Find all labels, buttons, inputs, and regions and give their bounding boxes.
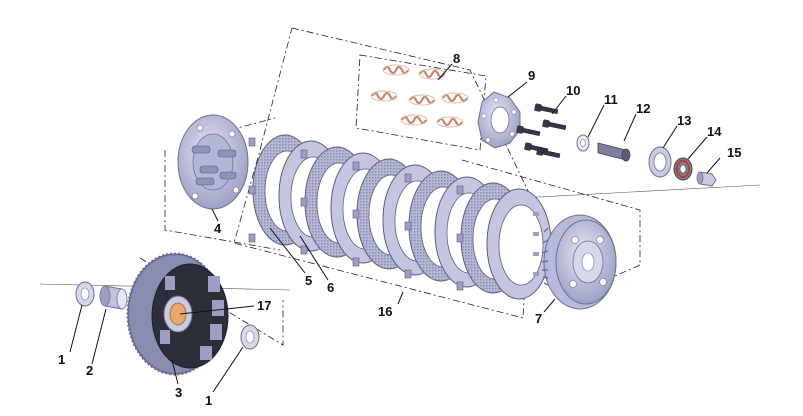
callout-3: 3 [175, 385, 182, 400]
callout-8: 8 [453, 51, 460, 66]
callout-6: 6 [327, 280, 334, 295]
callout-4: 4 [214, 221, 222, 236]
callout-10: 10 [566, 83, 580, 98]
spring-retainer-plate [477, 91, 521, 149]
callout-17: 17 [257, 298, 271, 313]
callout-16: 16 [378, 304, 392, 319]
callout-7: 7 [535, 311, 542, 326]
leader-lines [69, 63, 721, 393]
release-bearing [673, 157, 693, 181]
clutch-basket [126, 252, 229, 376]
callout-1-right: 1 [205, 393, 212, 408]
callout-1-left: 1 [58, 352, 65, 367]
clutch-plate-pack [248, 134, 552, 300]
callout-2: 2 [86, 363, 93, 378]
adjuster-end-piece [696, 171, 717, 187]
clutch-springs [370, 64, 469, 128]
callout-12: 12 [636, 101, 650, 116]
clutch-inner-hub [541, 214, 617, 310]
callout-13: 13 [677, 113, 691, 128]
needle-bearing-sleeve [99, 285, 128, 310]
steel-disc [486, 188, 552, 300]
thrust-washer-right [240, 324, 260, 350]
small-washer [576, 134, 590, 152]
thrust-washer-left [75, 281, 95, 307]
callout-5: 5 [305, 273, 312, 288]
clutch-bolts [516, 103, 567, 158]
callout-11: 11 [604, 92, 618, 107]
bearing-ring [648, 146, 672, 178]
push-rod [597, 142, 631, 162]
pressure-plate [177, 114, 249, 210]
callout-14: 14 [707, 124, 722, 139]
callout-labels: 1 1 2 3 4 5 6 7 8 9 10 11 12 13 14 15 16… [58, 51, 741, 408]
callout-15: 15 [727, 145, 741, 160]
callout-9: 9 [528, 68, 535, 83]
